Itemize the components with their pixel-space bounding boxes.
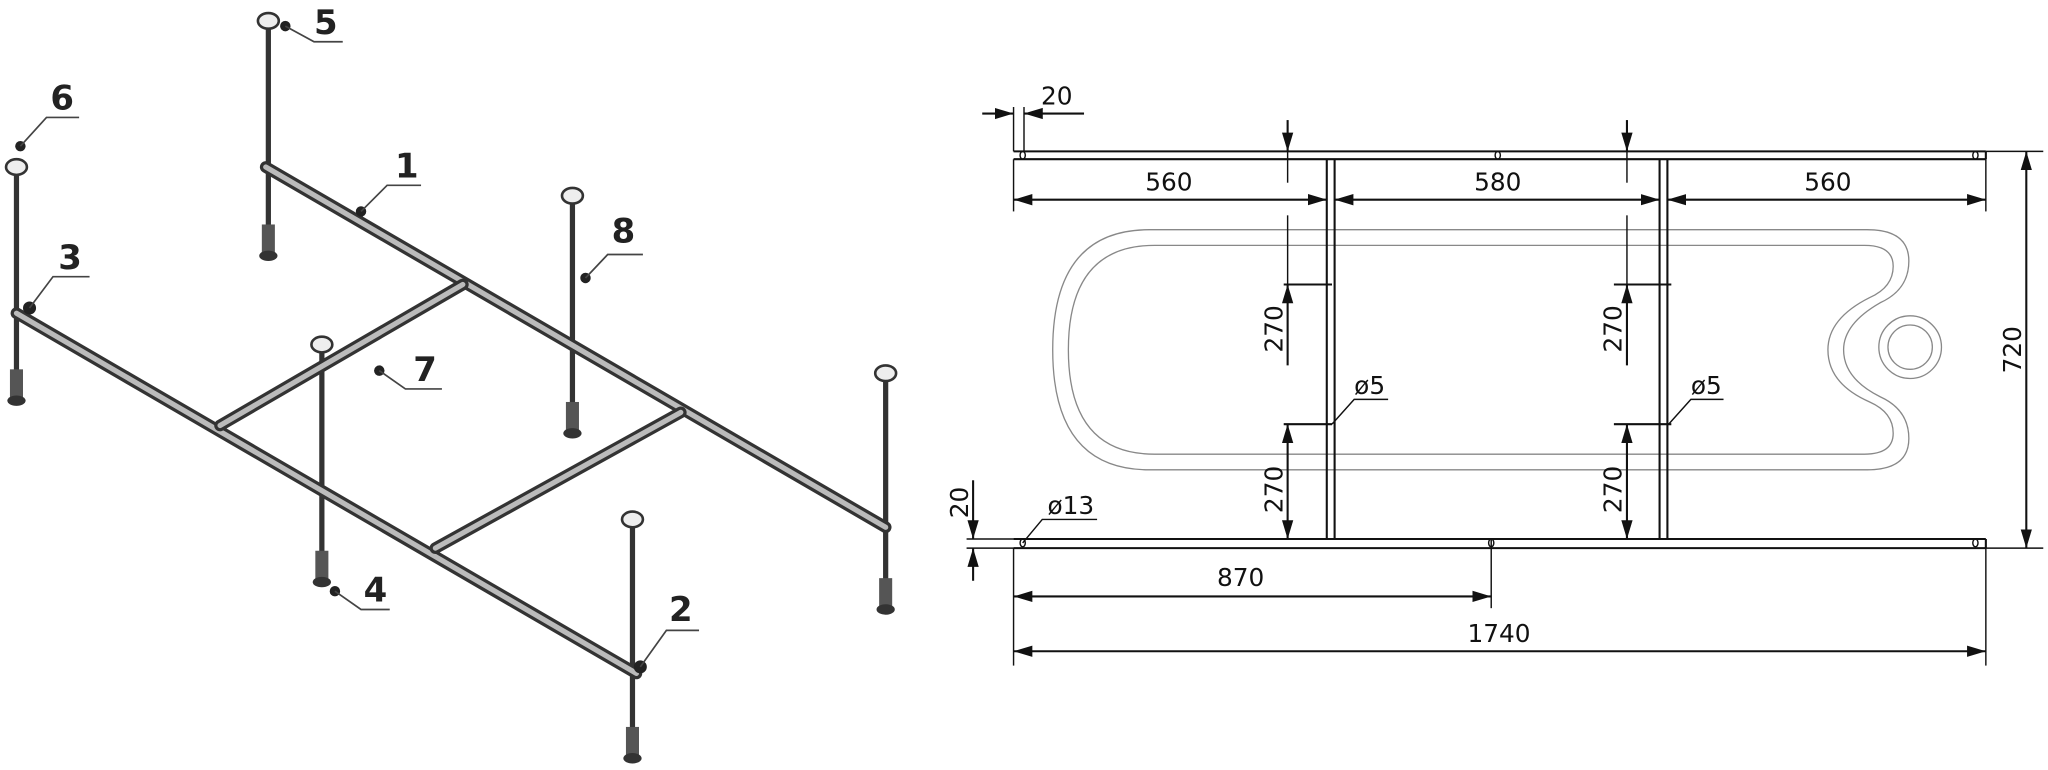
part-label-6: 6 [50, 80, 74, 119]
dim-total-length: 1740 [1468, 619, 1531, 648]
dim-corner-hole: ø13 [1047, 491, 1094, 520]
dimension-lines: 20 560 580 560 270 270 270 270 [945, 81, 2044, 666]
dim-lower-right-270: 270 [1599, 466, 1628, 513]
dim-top-offset: 20 [1041, 81, 1073, 110]
leg [310, 335, 334, 588]
dim-side-offset: 20 [945, 487, 974, 519]
part-label-7: 7 [413, 351, 437, 390]
frame-legs [4, 11, 898, 764]
leg [620, 510, 645, 764]
part-label-2: 2 [669, 591, 693, 630]
leg [256, 11, 281, 262]
isometric-frame-view: 5 6 3 1 8 7 4 2 [4, 4, 898, 764]
dim-lower-left-270: 270 [1259, 466, 1288, 513]
frame-rails [10, 161, 892, 680]
leg [560, 186, 585, 439]
leg [873, 364, 898, 615]
leg [4, 157, 29, 406]
dim-upper-left-270: 270 [1259, 305, 1288, 352]
part-callouts: 5 6 3 1 8 7 4 2 [15, 4, 700, 674]
part-label-5: 5 [314, 4, 338, 43]
dim-right-section: 560 [1804, 168, 1851, 197]
dim-left-section: 560 [1145, 168, 1192, 197]
part-label-1: 1 [395, 147, 419, 186]
drain-inner [1887, 324, 1933, 370]
dim-hole-right: ø5 [1691, 371, 1722, 400]
dim-hole-left: ø5 [1354, 371, 1385, 400]
plan-view-drawing: 20 560 580 560 270 270 270 270 [945, 81, 2044, 666]
frame-plan [1013, 150, 1987, 550]
dim-upper-right-270: 270 [1599, 305, 1628, 352]
part-label-4: 4 [364, 572, 388, 611]
part-label-3: 3 [58, 239, 82, 278]
part-label-8: 8 [612, 213, 636, 252]
drain-outer [1878, 315, 1943, 380]
dim-half-length: 870 [1217, 563, 1264, 592]
dim-middle-section: 580 [1474, 168, 1521, 197]
bathtub-outline [1052, 229, 1943, 471]
dim-total-width: 720 [1998, 326, 2027, 373]
